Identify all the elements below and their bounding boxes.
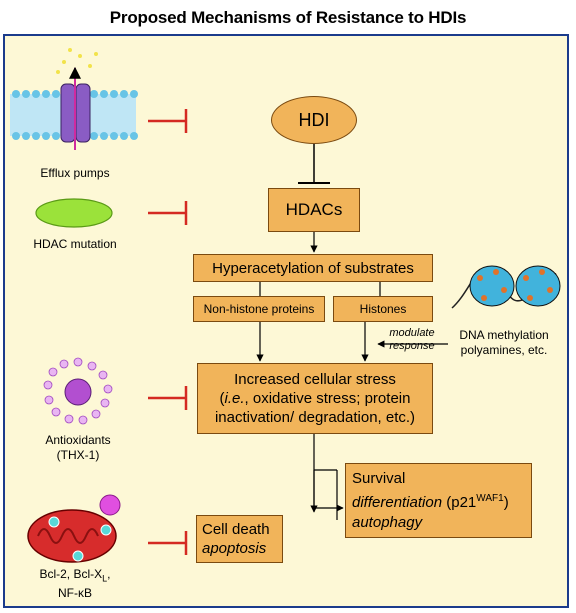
cell-death-node: Cell death apoptosis — [196, 515, 283, 563]
stress-line2-rest: , oxidative stress; protein — [244, 390, 411, 407]
modulate-response-label: modulate response — [380, 327, 444, 353]
dna-line2: polyamines, etc. — [460, 343, 548, 357]
stress-ie: i.e. — [224, 390, 245, 407]
p21-sup: WAF1 — [476, 492, 504, 504]
histones-label: Histones — [359, 302, 407, 316]
p21-open: (p21 — [446, 493, 477, 511]
p21-close: ) — [503, 493, 509, 511]
bcl-sub: L — [102, 573, 108, 584]
nfkb-text: NF-κB — [58, 586, 92, 601]
cell-death-label: Cell death — [202, 521, 270, 538]
bcl-prefix: Bcl-2, Bcl-X — [39, 567, 103, 581]
page-title: Proposed Mechanisms of Resistance to HDI… — [109, 8, 467, 27]
hdacs-label: HDACs — [285, 200, 343, 219]
hdi-node: HDI — [271, 96, 357, 144]
stress-line1: Increased cellular stress — [234, 371, 396, 388]
hdi-label: HDI — [298, 109, 330, 130]
differentiation-line: differentiation (p21WAF1) — [352, 489, 509, 513]
hdacs-node: HDACs — [268, 188, 360, 232]
apoptosis-label: apoptosis — [202, 540, 267, 557]
non-histone-label: Non-histone proteins — [203, 302, 315, 316]
non-histone-node: Non-histone proteins — [193, 296, 325, 322]
hyperacetylation-node: Hyperacetylation of substrates — [193, 254, 433, 282]
antioxidants-text: Antioxidants — [45, 433, 111, 447]
stress-node: Increased cellular stress (i.e., oxidati… — [197, 363, 433, 434]
survival-node: Survival differentiation (p21WAF1) autop… — [345, 463, 532, 538]
modulate-text: modulate — [389, 327, 435, 339]
differentiation-label: differentiation — [352, 493, 443, 511]
antioxidant-icon — [43, 357, 113, 425]
bcl-line: Bcl-2, Bcl-XL, — [10, 567, 140, 586]
hyperacetylation-label: Hyperacetylation of substrates — [212, 259, 414, 277]
bcl-suffix: , — [107, 567, 111, 581]
dna-line1: DNA methylation — [459, 328, 549, 342]
hdac-mutation-label: HDAC mutation — [33, 237, 117, 251]
dna-methylation-label: DNA methylation polyamines, etc. — [436, 328, 572, 358]
survival-label: Survival — [352, 469, 406, 487]
bcl-label: Bcl-2, Bcl-XL, NF-κB — [10, 567, 140, 601]
response-text: response — [389, 340, 435, 352]
hdac-mutation-icon — [35, 198, 113, 228]
stress-line3: inactivation/ degradation, etc.) — [214, 409, 416, 426]
inhibit-marks — [148, 109, 188, 555]
histones-node: Histones — [333, 296, 433, 322]
mitochondrion-icon — [27, 494, 121, 563]
efflux-pump-icon — [10, 48, 138, 150]
stress-line2: (i.e., oxidative stress; protein — [219, 390, 411, 407]
autophagy-label: autophagy — [352, 513, 423, 531]
antioxidants-label: Antioxidants (THX-1) — [10, 433, 146, 463]
dna-nucleosome-icon — [451, 265, 561, 309]
thx-text: (THX-1) — [56, 448, 100, 462]
efflux-label: Efflux pumps — [40, 166, 110, 180]
